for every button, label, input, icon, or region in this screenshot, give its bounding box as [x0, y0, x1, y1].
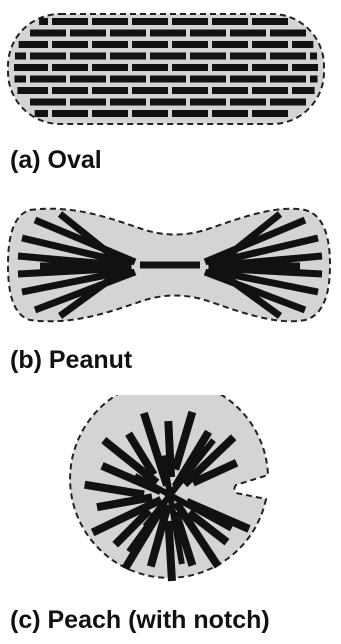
oval-fiber — [70, 99, 106, 106]
oval-fiber — [230, 76, 266, 83]
oval-fiber — [110, 30, 146, 37]
oval-fiber — [92, 110, 128, 117]
oval-fiber — [110, 99, 146, 106]
oval-fiber — [172, 87, 208, 94]
oval-fiber — [270, 99, 306, 106]
oval-fiber-group — [14, 18, 318, 117]
oval-fiber — [92, 64, 128, 71]
oval-fiber — [292, 64, 318, 71]
caption-peach: (c) Peach (with notch) — [10, 608, 270, 633]
oval-fiber — [310, 53, 317, 60]
oval-fiber — [172, 18, 208, 25]
oval-fiber — [39, 18, 48, 25]
peanut-fiber-group — [18, 214, 322, 316]
oval-fiber — [15, 53, 26, 60]
oval-fiber — [252, 18, 288, 25]
oval-fiber — [132, 87, 168, 94]
oval-fiber — [270, 53, 306, 60]
oval-fiber — [19, 41, 48, 48]
peach-fiber — [169, 521, 172, 581]
oval-fiber — [150, 99, 186, 106]
oval-fiber — [190, 53, 226, 60]
oval-fiber — [270, 76, 306, 83]
oval-fiber — [30, 76, 66, 83]
oval-fiber — [52, 87, 88, 94]
oval-fiber — [132, 41, 168, 48]
oval-fiber — [52, 41, 88, 48]
oval-diagram — [0, 0, 341, 135]
oval-fiber — [70, 30, 106, 37]
oval-fiber — [212, 64, 248, 71]
oval-fiber — [310, 76, 318, 83]
oval-fiber — [212, 87, 248, 94]
oval-fiber — [172, 110, 208, 117]
oval-fiber — [292, 41, 313, 48]
oval-fiber — [14, 64, 48, 71]
oval-fiber — [230, 53, 266, 60]
peach-fiber — [168, 421, 171, 477]
oval-fiber — [252, 87, 288, 94]
oval-fiber — [172, 41, 208, 48]
caption-oval: (a) Oval — [10, 148, 102, 173]
oval-fiber — [212, 41, 248, 48]
oval-fiber — [92, 87, 128, 94]
oval-fiber — [35, 110, 48, 117]
oval-fiber — [252, 110, 288, 117]
oval-fiber — [230, 30, 266, 37]
oval-fiber — [150, 76, 186, 83]
oval-fiber — [17, 87, 48, 94]
oval-fiber — [230, 99, 266, 106]
oval-fiber — [132, 110, 168, 117]
oval-fiber — [52, 18, 88, 25]
oval-fiber — [30, 99, 66, 106]
oval-fiber — [292, 87, 315, 94]
oval-fiber — [150, 53, 186, 60]
oval-fiber — [270, 30, 306, 37]
oval-fiber — [110, 53, 146, 60]
oval-fiber — [252, 41, 288, 48]
oval-fiber — [190, 99, 226, 106]
oval-fiber — [132, 64, 168, 71]
oval-fiber — [190, 30, 226, 37]
oval-fiber — [110, 76, 146, 83]
oval-fiber — [92, 41, 128, 48]
oval-fiber — [212, 18, 248, 25]
oval-fiber — [252, 64, 288, 71]
caption-peanut: (b) Peanut — [10, 348, 132, 373]
peanut-diagram — [0, 200, 341, 335]
peach-diagram — [0, 395, 341, 595]
oval-fiber — [190, 76, 226, 83]
oval-fiber — [30, 30, 66, 37]
oval-fiber — [132, 18, 168, 25]
oval-fiber — [172, 64, 208, 71]
oval-fiber — [92, 18, 128, 25]
oval-fiber — [150, 30, 186, 37]
oval-fiber — [52, 110, 88, 117]
oval-fiber — [70, 53, 106, 60]
oval-fiber — [212, 110, 248, 117]
oval-fiber — [30, 53, 66, 60]
oval-fiber — [70, 76, 106, 83]
oval-fiber — [14, 76, 26, 83]
oval-fiber — [52, 64, 88, 71]
